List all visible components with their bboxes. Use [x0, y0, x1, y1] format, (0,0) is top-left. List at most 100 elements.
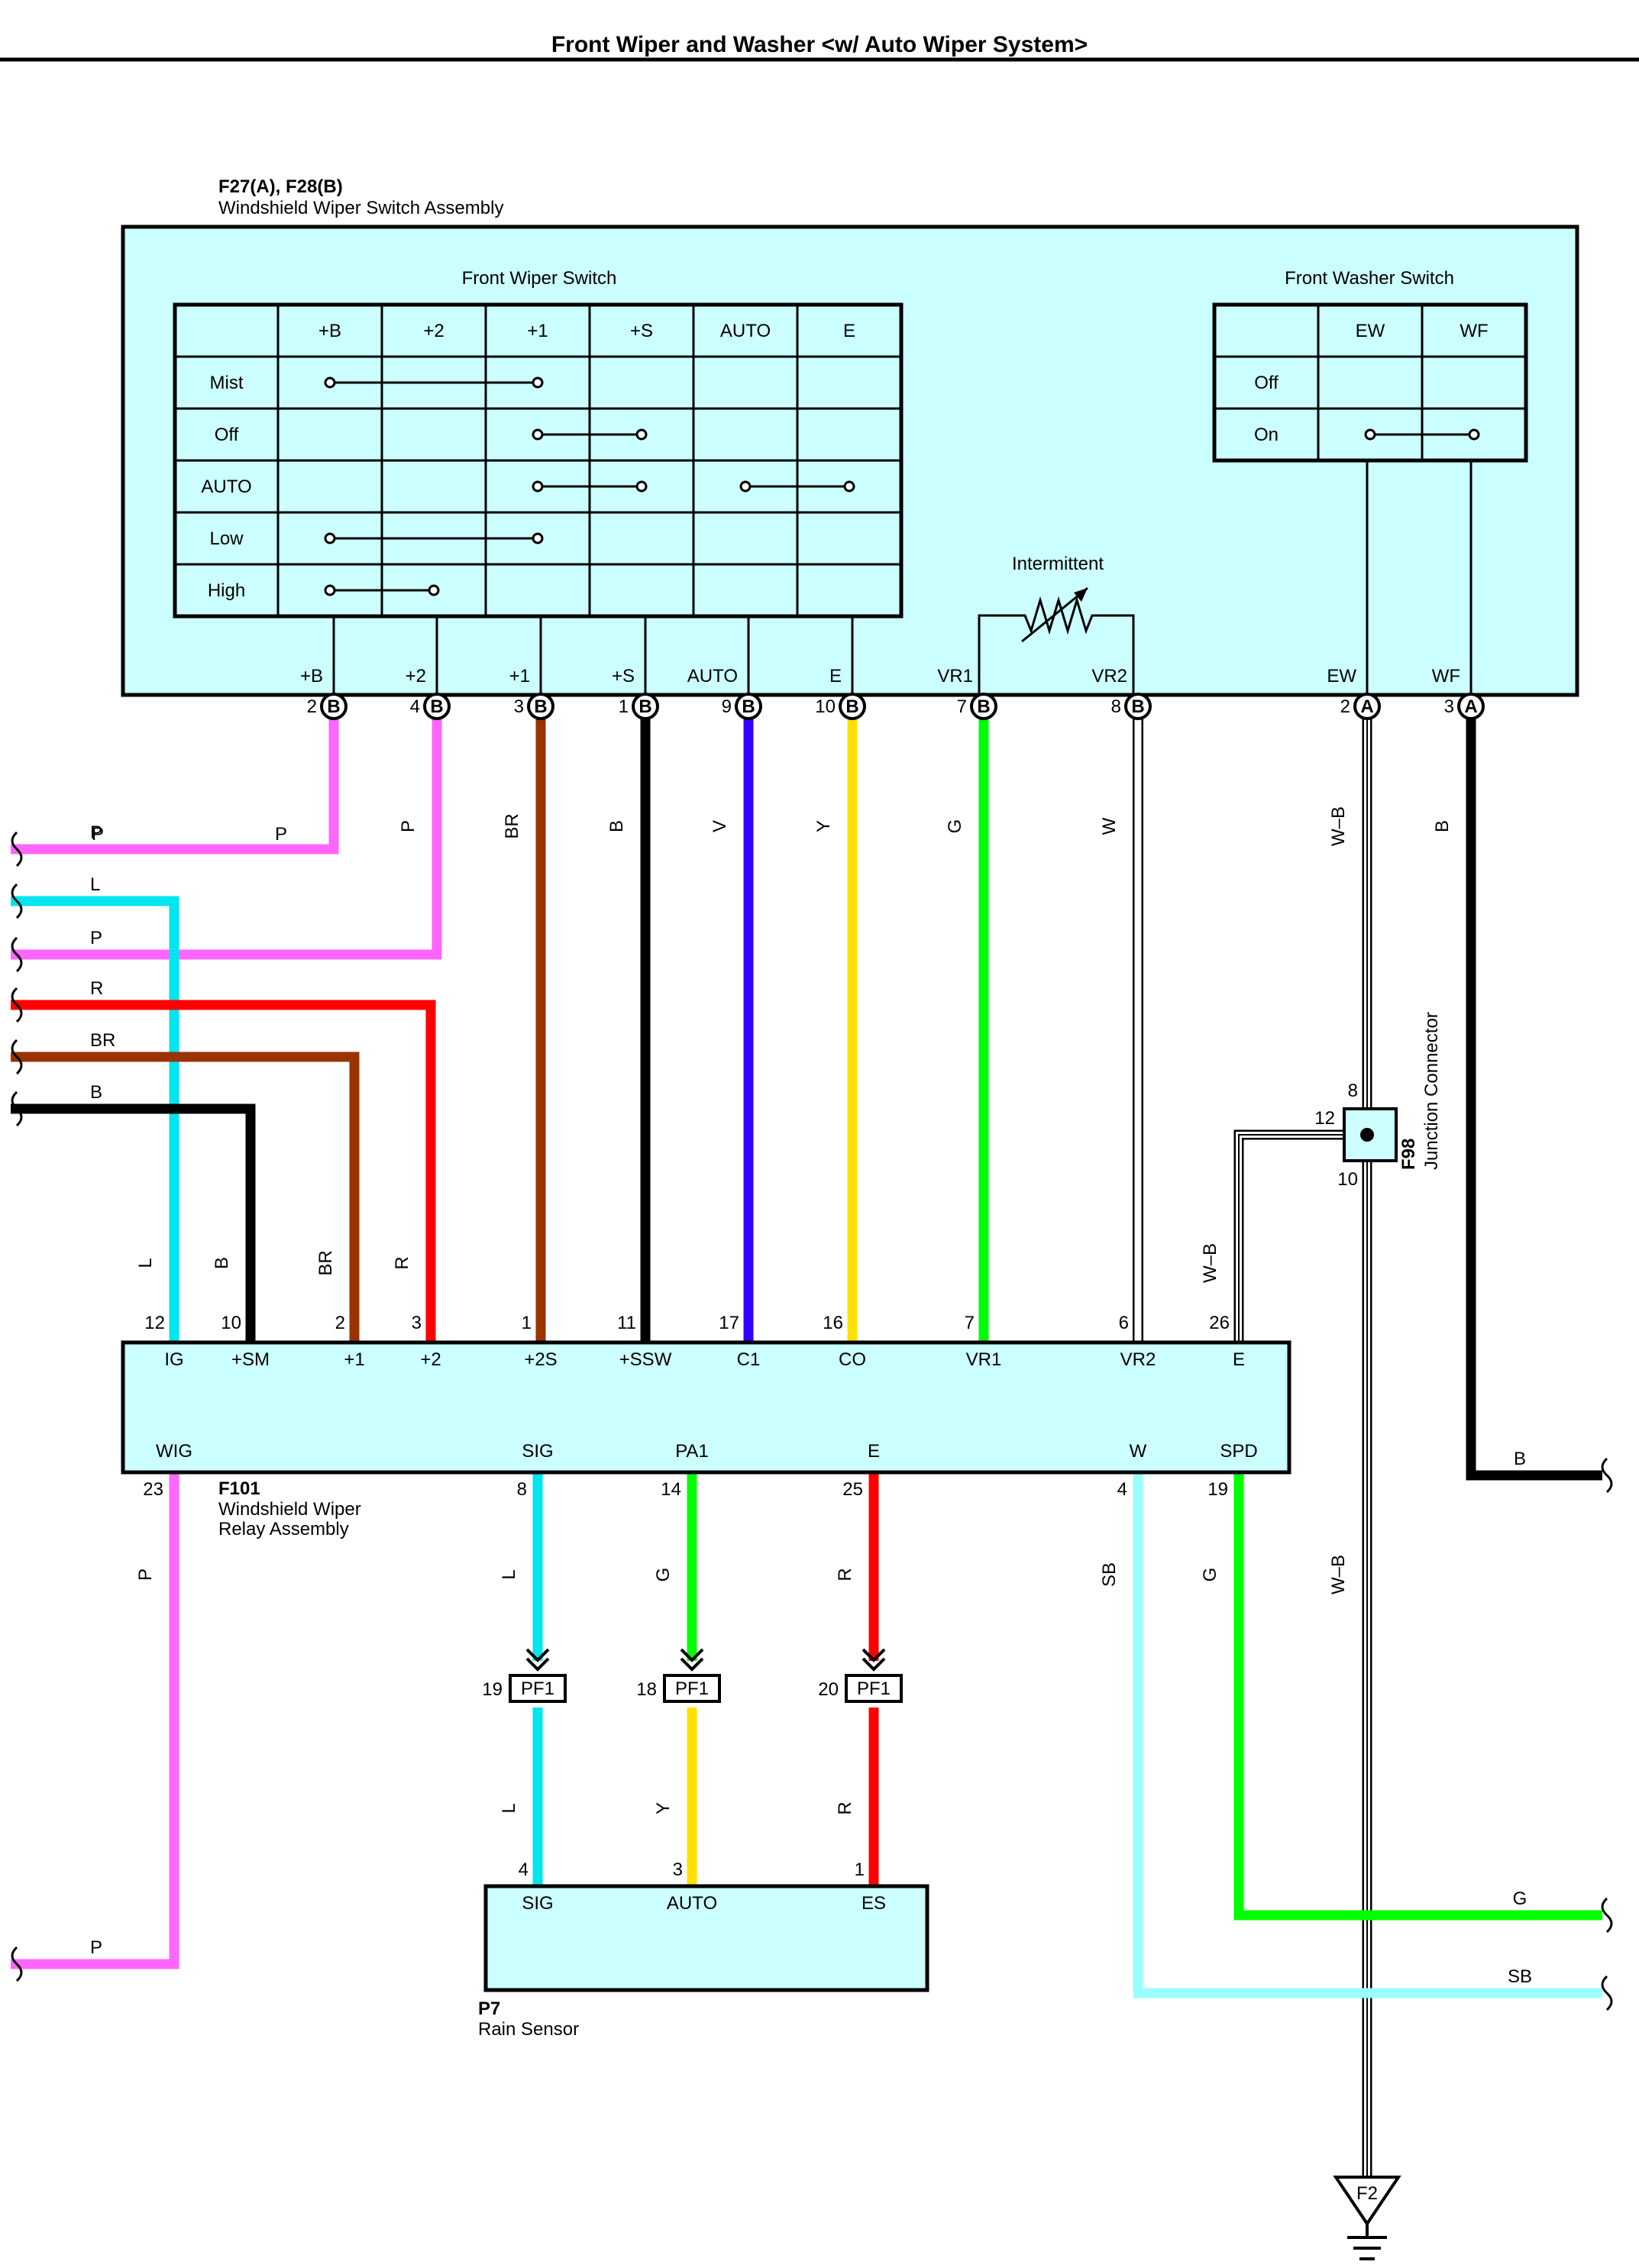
- switch-pin-number: 2: [1340, 696, 1350, 717]
- connector-chevron-icon: [525, 1648, 550, 1672]
- relay-top-pin-name: IG: [164, 1349, 183, 1370]
- wire-color-label: P: [398, 820, 419, 832]
- junction-pin-number: 8: [1348, 1081, 1358, 1101]
- relay-top-pin-number: 17: [719, 1313, 739, 1333]
- relay-bottom-pin-number: 14: [661, 1479, 681, 1500]
- connector-pin-letter: B: [1131, 696, 1144, 717]
- rain-sensor-pin-name: ES: [862, 1893, 886, 1914]
- switch-pin-name: EW: [1327, 666, 1356, 687]
- pf1-pin-number: 20: [818, 1679, 839, 1700]
- wire-color-label: BR: [90, 1030, 115, 1051]
- wire-color-label: B: [1432, 820, 1453, 832]
- rain-sensor-pin-number: 3: [673, 1859, 683, 1880]
- connector-pin-letter: B: [430, 696, 443, 717]
- switch-contact-point: [532, 532, 544, 544]
- pf1-box: [509, 1674, 567, 1703]
- wire-break-icon: [11, 1090, 23, 1127]
- wire-junction-relay-e-stripe: [1236, 1132, 1344, 1342]
- switch-pin-number: 4: [410, 696, 420, 717]
- wire-color-label: BR: [315, 1250, 336, 1275]
- connector-pin-marker: [1457, 693, 1485, 720]
- rain-sensor-box: [483, 1884, 929, 1992]
- wire-break-icon: [1601, 1897, 1613, 1934]
- wire-break-icon: [11, 936, 23, 973]
- wire-wf-b: [1466, 718, 1602, 1481]
- switch-contact-point: [324, 532, 336, 544]
- rain-sensor-pin-name: AUTO: [667, 1893, 717, 1914]
- intermittent-label: Intermittent: [1012, 554, 1104, 574]
- wire-color-label: L: [499, 1569, 519, 1579]
- wire-break-icon: [11, 987, 23, 1023]
- relay-name-1: Windshield Wiper: [218, 1499, 361, 1520]
- switch-pin-number: 3: [1444, 696, 1454, 717]
- connector-pin-marker: [839, 693, 866, 720]
- wiper-col-header: +B: [318, 321, 341, 341]
- pf1-pin-number: 18: [636, 1679, 657, 1700]
- relay-top-pin-name: CO: [839, 1349, 866, 1370]
- wire-color-label: W: [1099, 817, 1120, 835]
- switch-pin-number: 7: [957, 696, 967, 717]
- relay-top-pin-name: +2: [420, 1349, 441, 1370]
- wire-color-label: B: [212, 1257, 232, 1269]
- ground-label: F2: [1356, 2183, 1378, 2204]
- wire-plus1-br: [11, 1052, 360, 1342]
- wiper-col-header: E: [843, 321, 855, 341]
- wire-color-label: L: [90, 874, 100, 895]
- wire-color-label: Y: [813, 820, 834, 832]
- relay-top-pin-number: 10: [221, 1313, 241, 1333]
- relay-top-pin-number: 16: [823, 1313, 843, 1333]
- relay-box: [121, 1340, 1291, 1475]
- pf1-box: [845, 1674, 903, 1703]
- wiper-row-label: Off: [215, 425, 239, 445]
- relay-top-pin-name: +SM: [231, 1349, 270, 1370]
- wire-color-label: SB: [1508, 1966, 1532, 1987]
- connector-pin-marker: [632, 693, 659, 720]
- wiper-switch-title: Front Wiper Switch: [462, 268, 617, 289]
- wire-color-label: R: [90, 978, 103, 999]
- switch-pin-name: WF: [1432, 666, 1460, 687]
- wire-color-label: R: [835, 1801, 855, 1814]
- wire-break-icon: [1601, 1457, 1613, 1494]
- relay-bottom-pin-name: PA1: [675, 1441, 709, 1462]
- connector-pin-marker: [423, 693, 451, 720]
- wire-color-label: L: [135, 1258, 156, 1268]
- wire-plus-2-p: [11, 718, 442, 960]
- washer-switch-title: Front Washer Switch: [1285, 268, 1454, 289]
- wire-color-label: P: [92, 824, 104, 845]
- pf1-connector: PF1: [509, 1648, 567, 1703]
- wire-junction-relay-e: [1233, 1129, 1344, 1342]
- connector-pin-marker: [320, 693, 348, 720]
- wire-color-label: R: [835, 1568, 855, 1581]
- relay-top-pin-number: 11: [617, 1313, 636, 1333]
- connector-pin-letter: B: [845, 696, 858, 717]
- wire-ig-l: [11, 896, 179, 1342]
- wire-plus-b-p: [11, 718, 339, 855]
- switch-contact-point: [428, 584, 440, 596]
- switch-pin-number: 9: [722, 696, 732, 717]
- connector-pin-letter: B: [742, 696, 755, 717]
- rain-sensor-pin-number: 1: [855, 1859, 865, 1880]
- wire-color-label: V: [710, 820, 730, 832]
- rain-sensor-code: P7: [478, 1998, 500, 2019]
- wire-junction-relay-e-center: [1238, 1134, 1344, 1342]
- switch-pin-name: VR1: [937, 666, 973, 687]
- connector-chevron-icon: [680, 1648, 704, 1672]
- wire-color-label: P: [90, 1937, 102, 1958]
- wire-break-icon: [11, 831, 23, 867]
- connector-pin-letter: B: [327, 696, 340, 717]
- ground-icon: [1333, 2176, 1401, 2260]
- switch-pin-name: +1: [509, 666, 530, 687]
- wire-color-label: BR: [502, 813, 522, 838]
- wiper-row-label: AUTO: [201, 477, 251, 497]
- junction-connector: [1343, 1107, 1398, 1162]
- washer-row-label: Off: [1254, 373, 1279, 393]
- relay-bottom-pin-name: SPD: [1220, 1441, 1257, 1462]
- labels-layer: B2+BB4+2B3+1B1+SB9AUTOB10EB7VR1B8VR2A2EW…: [11, 666, 1613, 2011]
- wire-color-label: P: [135, 1569, 156, 1581]
- washer-col-header: WF: [1460, 321, 1488, 341]
- switch-pin-name: +S: [612, 666, 635, 687]
- pf1-connector: PF1: [845, 1648, 903, 1703]
- washer-col-header: EW: [1356, 321, 1385, 341]
- connector-pin-letter: B: [534, 696, 547, 717]
